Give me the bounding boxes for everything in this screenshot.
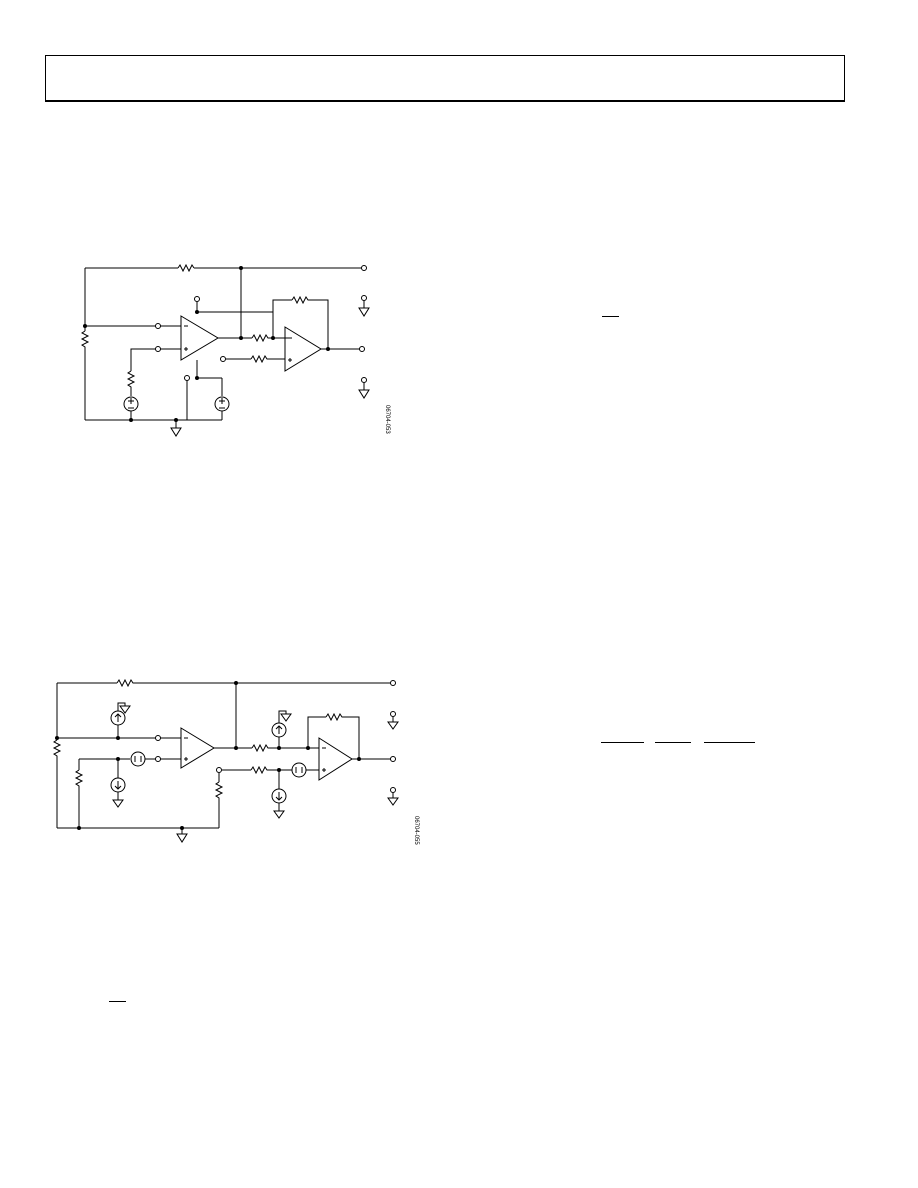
circuit-diagram-1 <box>80 263 370 437</box>
ground-icon-4 <box>176 828 188 843</box>
output-terminal-top-2 <box>390 680 396 686</box>
equation-fraction-bar-2c <box>704 742 755 743</box>
figure-id-2: 06704-055 <box>413 816 419 845</box>
output-terminal-2 <box>390 756 396 762</box>
op-amp-1 <box>180 315 219 361</box>
ground-icon-6 <box>387 793 399 806</box>
input-terminal-pos <box>155 346 161 352</box>
op-amp-3 <box>180 727 215 769</box>
resistor-feedback-top <box>177 263 195 273</box>
equation-fraction-bar-2b <box>655 742 691 743</box>
figure-id-1: 06704-053 <box>384 405 390 434</box>
voltage-source-3 <box>291 762 307 778</box>
equation-fraction-bar-3 <box>109 1001 126 1002</box>
page-header-box <box>45 55 845 102</box>
ground-icon-5 <box>387 717 399 730</box>
ground-icon-1 <box>170 420 182 437</box>
ground-icon-2 <box>358 301 370 317</box>
equation-fraction-bar-1 <box>602 316 619 317</box>
ground-icon-3 <box>358 383 370 399</box>
output-terminal <box>359 346 365 352</box>
op-amp-4 <box>318 737 353 781</box>
output-terminal-top <box>361 265 367 271</box>
input-terminal-neg <box>155 323 161 329</box>
circuit-diagram-2 <box>52 678 399 843</box>
voltage-source-offset <box>130 751 146 767</box>
equation-fraction-bar-2a <box>601 742 644 743</box>
op-amp-2 <box>284 326 322 372</box>
